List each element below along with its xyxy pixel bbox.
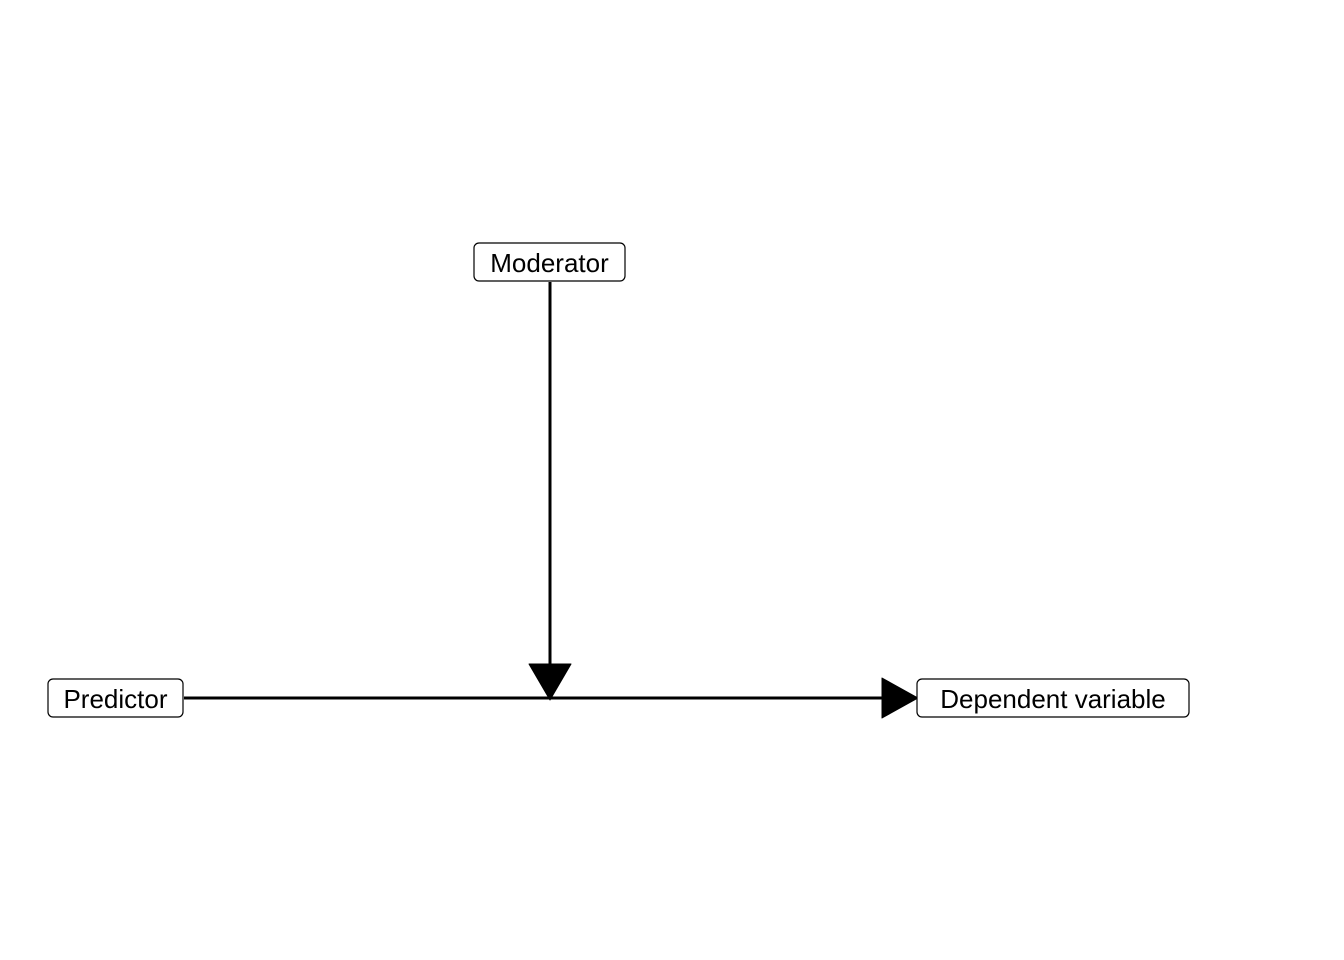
arrowhead-down (528, 663, 572, 701)
node-predictor-label: Predictor (63, 684, 167, 714)
arrowhead-right (881, 677, 919, 719)
node-dependent-variable-label: Dependent variable (940, 684, 1166, 714)
node-dependent-variable-box (916, 678, 1190, 718)
node-moderator-box (473, 242, 626, 282)
node-dependent-variable: Dependent variable (916, 678, 1190, 718)
node-moderator: Moderator (473, 242, 626, 282)
node-predictor-box (47, 678, 184, 718)
node-moderator-label: Moderator (490, 248, 609, 278)
node-predictor: Predictor (47, 678, 184, 718)
edge-moderator-to-path (528, 282, 572, 701)
edge-predictor-to-dependent (184, 677, 919, 719)
